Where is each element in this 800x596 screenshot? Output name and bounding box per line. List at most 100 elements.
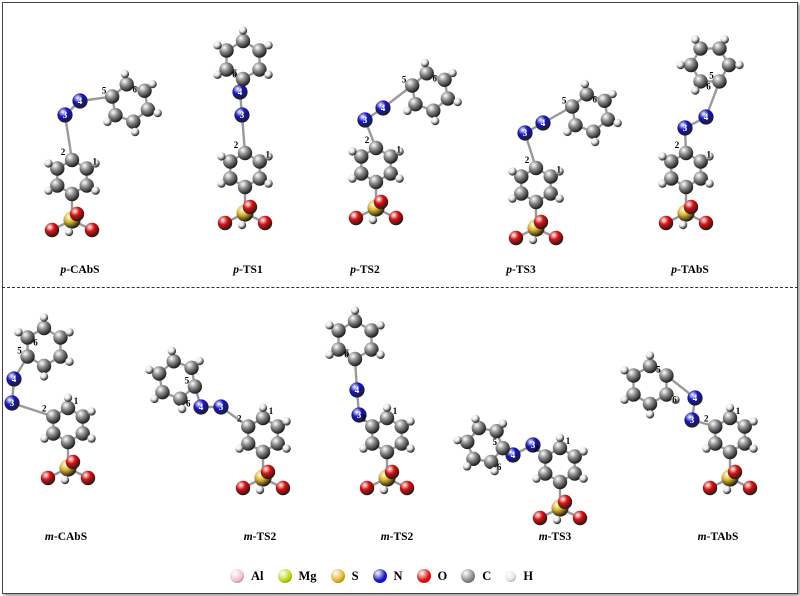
atom-c bbox=[514, 169, 529, 184]
atom-number-label: 1 bbox=[706, 150, 711, 160]
atom-c bbox=[383, 166, 398, 181]
atom-number-label: 3 bbox=[363, 115, 368, 125]
atom-number-label: 2 bbox=[42, 404, 47, 414]
atom-c bbox=[241, 436, 256, 451]
atom-c bbox=[379, 410, 395, 426]
atom-o bbox=[235, 480, 251, 496]
atom-o bbox=[742, 480, 758, 496]
atom-c bbox=[659, 368, 674, 383]
atom-c bbox=[270, 436, 285, 451]
atom-c bbox=[683, 57, 699, 73]
atom-o bbox=[359, 480, 375, 496]
atom-h bbox=[508, 194, 517, 203]
atom-h bbox=[39, 372, 49, 381]
atom-number-label: 3 bbox=[63, 110, 68, 120]
atom-h bbox=[325, 350, 334, 359]
atom-o bbox=[557, 494, 573, 510]
atom-number-label: 1 bbox=[556, 165, 561, 175]
atom-h bbox=[64, 227, 74, 237]
atom-h bbox=[65, 328, 74, 337]
atom-h bbox=[350, 306, 360, 315]
atom-c bbox=[219, 62, 234, 77]
atom-number-label: 2 bbox=[525, 155, 530, 165]
atom-h bbox=[658, 179, 667, 188]
atom-c bbox=[64, 186, 80, 202]
caption-m-tabs: m-TAbS bbox=[697, 531, 739, 543]
atom-h bbox=[552, 515, 562, 525]
atom-c bbox=[108, 108, 123, 123]
atom-h bbox=[63, 393, 73, 402]
atom-c bbox=[538, 449, 553, 464]
atom-c bbox=[331, 342, 346, 357]
caption-p-ts2: p-TS2 bbox=[350, 264, 380, 276]
atom-n bbox=[677, 120, 693, 136]
legend-ball-o bbox=[416, 569, 431, 583]
atom-number-label: 5 bbox=[562, 96, 567, 106]
atom-o bbox=[348, 210, 364, 226]
atom-c bbox=[722, 410, 738, 426]
atom-c bbox=[104, 89, 120, 104]
atom-c bbox=[53, 330, 68, 345]
atom-number-label: 1 bbox=[74, 396, 79, 406]
atom-c bbox=[166, 354, 181, 369]
atom-c bbox=[219, 43, 234, 58]
atom-c bbox=[364, 342, 379, 357]
atom-number-label: 6 bbox=[592, 94, 597, 104]
legend-label: Al bbox=[251, 568, 264, 583]
atom-h bbox=[258, 403, 268, 412]
atom-c bbox=[642, 358, 658, 374]
atom-h bbox=[130, 127, 140, 137]
atom-number-label: 4 bbox=[541, 118, 546, 128]
atom-number-label: 4 bbox=[511, 450, 516, 460]
atom-c bbox=[552, 474, 568, 490]
atom-number-label: 4 bbox=[704, 112, 709, 122]
atom-c bbox=[712, 41, 727, 56]
legend-ball-c bbox=[461, 569, 476, 583]
atom-h bbox=[14, 328, 23, 337]
legend-item-s: S bbox=[330, 569, 359, 584]
atom-c bbox=[538, 466, 553, 481]
atom-h bbox=[579, 474, 588, 483]
atom-number-label: 6 bbox=[497, 462, 502, 472]
atom-h bbox=[725, 403, 735, 412]
atom-h bbox=[555, 433, 565, 442]
atom-h bbox=[264, 70, 273, 79]
atom-h bbox=[382, 403, 392, 412]
atom-h bbox=[167, 346, 177, 356]
atom-number-label: 5 bbox=[102, 86, 107, 96]
atom-c bbox=[252, 43, 267, 58]
atom-c bbox=[64, 152, 80, 168]
atom-h bbox=[620, 395, 629, 404]
atom-number-label: 2 bbox=[365, 135, 370, 145]
legend-ball-h bbox=[505, 570, 517, 582]
atom-c bbox=[347, 313, 363, 329]
atom-h bbox=[177, 404, 187, 414]
atom-h bbox=[65, 357, 74, 366]
atom-h bbox=[91, 186, 100, 195]
atom-h bbox=[406, 444, 415, 453]
atom-c bbox=[419, 66, 434, 81]
legend-ball-s bbox=[330, 569, 345, 583]
atom-number-label: 3 bbox=[219, 402, 224, 412]
atom-c bbox=[60, 400, 76, 416]
atom-n bbox=[213, 399, 229, 415]
legend-label: O bbox=[437, 568, 448, 583]
atom-n bbox=[684, 412, 700, 428]
atom-n bbox=[525, 437, 541, 453]
atom-c bbox=[597, 93, 612, 108]
atom-n bbox=[57, 107, 73, 123]
atom-number-label: 4 bbox=[199, 402, 204, 412]
atom-o bbox=[658, 215, 674, 231]
caption-m-cabs: m-CAbS bbox=[44, 531, 88, 543]
atom-number-label: 3 bbox=[240, 110, 245, 120]
atom-h bbox=[658, 152, 667, 161]
atom-h bbox=[528, 235, 538, 245]
atom-h bbox=[60, 475, 70, 485]
atom-h bbox=[282, 417, 291, 426]
atom-h bbox=[555, 194, 564, 203]
atom-number-label: 2 bbox=[234, 140, 239, 150]
atom-c bbox=[155, 385, 170, 400]
atom-c bbox=[460, 434, 475, 450]
atom-c bbox=[737, 419, 752, 434]
